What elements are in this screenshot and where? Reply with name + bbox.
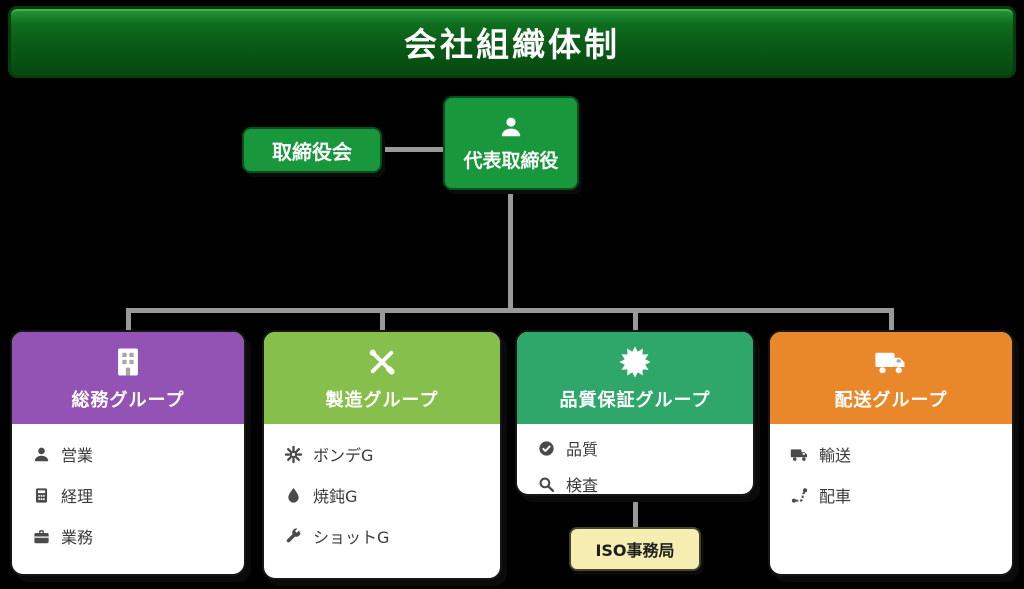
magnifier-icon	[537, 475, 556, 494]
briefcase-icon	[32, 527, 51, 546]
group-item-label: ボンデG	[313, 446, 374, 465]
group-item: 輸送	[790, 442, 992, 466]
person-icon	[498, 114, 524, 140]
tools-icon	[365, 345, 399, 379]
group-card-seizou: 製造グループ ボンデG 焼鈍G ショットG	[262, 330, 502, 580]
person-icon	[32, 445, 51, 464]
connector-line	[126, 308, 131, 332]
connector-line	[380, 308, 385, 332]
connector-line	[633, 308, 638, 332]
ceo-label: 代表取締役	[463, 149, 559, 172]
group-item: 品質	[537, 436, 733, 460]
group-items: 営業 経理 業務	[12, 424, 244, 566]
group-item: 業務	[32, 524, 224, 548]
group-items: 品質 検査	[517, 424, 753, 495]
route-icon	[790, 486, 809, 505]
gear-icon	[284, 445, 303, 464]
group-header: 配送グループ	[770, 332, 1012, 424]
group-card-haisou: 配送グループ 輸送 配車	[768, 330, 1014, 576]
group-item: 焼鈍G	[284, 483, 480, 507]
group-item-label: 業務	[61, 528, 94, 547]
seal-icon	[618, 345, 652, 379]
group-header: 総務グループ	[12, 332, 244, 424]
ceo-node: 代表取締役	[443, 96, 579, 190]
group-items: ボンデG 焼鈍G ショットG	[264, 424, 500, 566]
connector-line	[126, 308, 894, 313]
wrench-icon	[284, 527, 303, 546]
board-node: 取締役会	[242, 127, 382, 173]
group-item-label: ショットG	[313, 528, 390, 547]
group-item-label: 配車	[819, 487, 852, 506]
group-item: ショットG	[284, 524, 480, 548]
truck-icon	[874, 345, 908, 379]
check-circle-icon	[537, 439, 556, 458]
group-title: 品質保証グループ	[559, 389, 711, 411]
group-item-label: 品質	[566, 440, 599, 459]
iso-office-label: ISO事務局	[595, 541, 675, 560]
page-title: 会社組織体制	[404, 25, 620, 64]
building-icon	[111, 345, 145, 379]
group-title: 総務グループ	[71, 389, 185, 411]
group-item: ボンデG	[284, 442, 480, 466]
connector-line	[889, 308, 894, 332]
group-item-label: 経理	[61, 487, 94, 506]
iso-office-box: ISO事務局	[569, 527, 701, 571]
group-item-label: 輸送	[819, 446, 852, 465]
group-card-soumu: 総務グループ 営業 経理 業務	[10, 330, 246, 576]
group-item-label: 営業	[61, 446, 94, 465]
droplet-icon	[284, 486, 303, 505]
group-item-label: 焼鈍G	[313, 487, 358, 506]
group-title: 配送グループ	[834, 389, 948, 411]
connector-line	[380, 147, 444, 152]
group-item: 経理	[32, 483, 224, 507]
title-banner: 会社組織体制	[8, 6, 1016, 78]
group-header: 製造グループ	[264, 332, 500, 424]
group-item: 検査	[537, 472, 733, 495]
group-header: 品質保証グループ	[517, 332, 753, 424]
calculator-icon	[32, 486, 51, 505]
group-item: 営業	[32, 442, 224, 466]
truck-icon	[790, 445, 809, 464]
group-item-label: 検査	[566, 476, 599, 495]
group-card-hinshitsu: 品質保証グループ 品質 検査	[515, 330, 755, 496]
connector-line	[633, 495, 638, 527]
connector-line	[508, 189, 513, 310]
group-items: 輸送 配車	[770, 424, 1012, 525]
board-label: 取締役会	[272, 139, 352, 164]
group-title: 製造グループ	[325, 389, 439, 411]
group-item: 配車	[790, 483, 992, 507]
